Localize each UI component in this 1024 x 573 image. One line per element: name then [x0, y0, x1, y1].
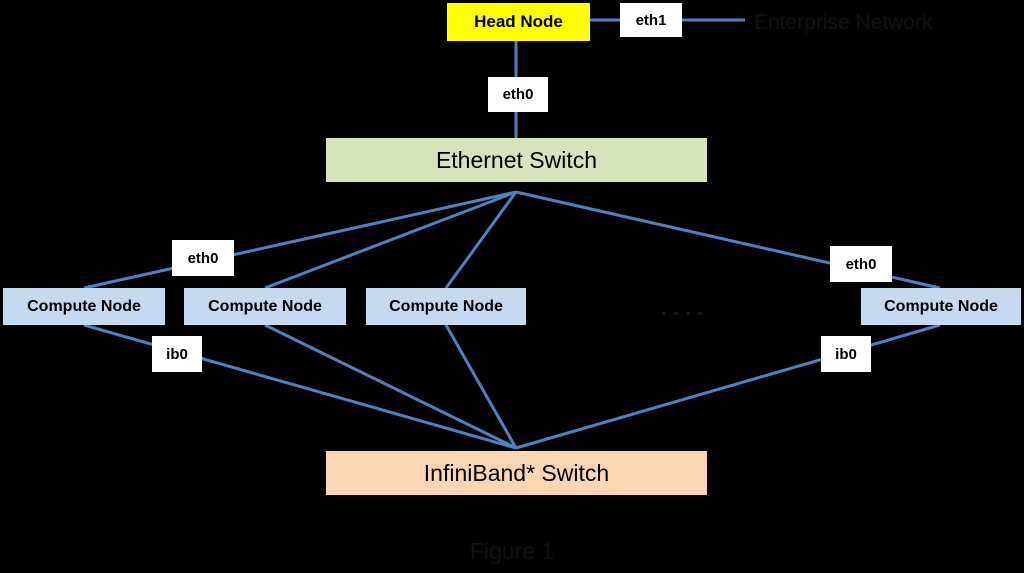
external-network-label: Enterprise Network — [754, 11, 933, 34]
port-label-head-eth0: eth0 — [488, 77, 548, 112]
port-label-eth1: eth1 — [620, 3, 682, 37]
port-label-eth0-left: eth0 — [172, 240, 234, 276]
ethernet-switch: Ethernet Switch — [326, 138, 707, 182]
compute-node-1: Compute Node — [3, 288, 165, 325]
link-eth-switch-cn2 — [264, 190, 517, 290]
compute-node-4: Compute Node — [861, 288, 1021, 325]
link-cn4-ib-switch — [515, 323, 941, 450]
link-eth-switch-cn1 — [83, 190, 517, 290]
figure-caption: Figure 1 — [469, 537, 555, 564]
port-label-ib0-left: ib0 — [152, 336, 202, 372]
infiniband-switch: InfiniBand* Switch — [326, 451, 707, 495]
compute-node-3: Compute Node — [366, 288, 526, 325]
compute-node-2: Compute Node — [184, 288, 346, 325]
port-label-ib0-right: ib0 — [821, 336, 871, 372]
more-nodes-ellipsis: .... — [660, 295, 710, 320]
link-cn3-ib-switch — [444, 324, 518, 449]
port-label-eth0-right: eth0 — [830, 246, 892, 282]
head-node: Head Node — [447, 3, 590, 41]
link-cn2-ib-switch — [264, 323, 517, 450]
link-eth-switch-cn3 — [444, 191, 518, 289]
